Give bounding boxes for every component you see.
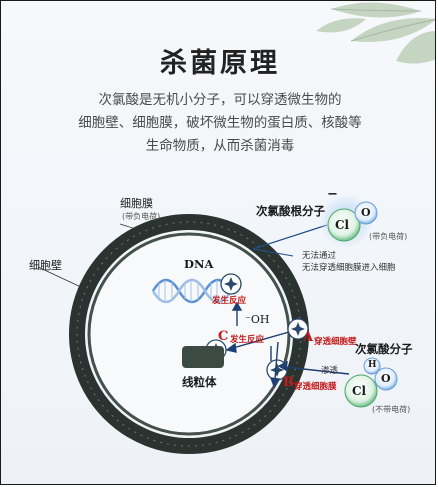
membrane-label: 细胞膜: [120, 197, 153, 210]
o-atom-2: O: [381, 372, 391, 385]
dna-label: DNA: [184, 257, 214, 271]
page-title: 杀菌原理: [160, 48, 280, 79]
h-atom: H: [368, 360, 377, 370]
react-label: 发生反应: [212, 296, 247, 306]
hocl-note: (不带电荷): [372, 405, 411, 414]
hocl-molecule: [344, 357, 398, 408]
intro-line-3: 生命物质，从而杀菌消毒: [145, 138, 295, 154]
hocl-label: 次氯酸分子: [355, 342, 413, 356]
burst-a-icon: [287, 318, 309, 340]
penetrate-label: 渗透: [321, 366, 339, 376]
a-label: 穿透细胞壁: [314, 337, 357, 347]
burst-dna-icon: [220, 273, 242, 295]
c-marker: C: [218, 329, 229, 344]
blocked-text-2: 无法穿透细胞膜进入细胞: [302, 263, 396, 273]
dna-helix: [151, 278, 233, 304]
intro-line-1: 次氯酸是无机小分子，可以穿透微生物的: [98, 92, 342, 108]
wall-label: 细胞壁: [29, 259, 62, 272]
hypochlorite-note: (带负电荷): [369, 232, 408, 241]
oh-label: ⁻OH: [245, 313, 270, 326]
cl-atom-1: Cl: [335, 218, 350, 232]
b-label: 穿透细胞膜: [294, 382, 337, 392]
cl-atom-2: Cl: [352, 384, 367, 398]
o-atom-1: O: [361, 206, 371, 219]
membrane-note: (带负电荷): [122, 212, 161, 221]
minus-sign: −: [327, 187, 338, 202]
blocked-text-1: 无法通过: [302, 251, 337, 261]
c-react-label: 发生反应: [230, 335, 265, 345]
mitochondrion: [182, 346, 224, 368]
intro-line-2: 细胞壁、细胞膜，破坏微生物的蛋白质、核酸等: [78, 115, 362, 131]
b-marker: B: [283, 375, 294, 390]
hypochlorite-label: 次氯酸根分子: [256, 204, 325, 218]
a-marker: A: [303, 330, 314, 345]
mito-label: 线粒体: [182, 375, 217, 389]
oh-text: OH: [250, 313, 270, 326]
hypochlorite-molecule: [327, 201, 378, 242]
intro-text: 次氯酸是无机小分子，可以穿透微生物的 细胞壁、细胞膜，破坏微生物的蛋白质、核酸等…: [41, 89, 399, 158]
